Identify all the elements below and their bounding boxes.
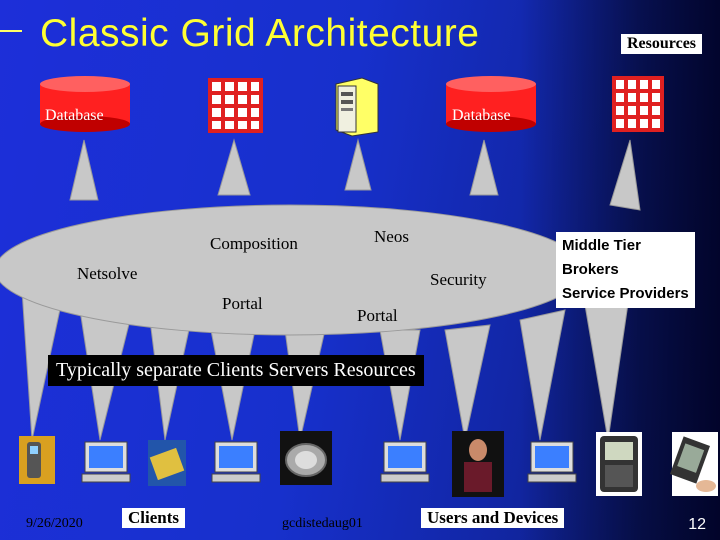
middle-tier-box: Middle Tier Brokers Service Providers: [556, 232, 695, 308]
netsolve-label: Netsolve: [77, 264, 138, 283]
database-icon-left: [40, 76, 130, 132]
handheld-organizer-icon: [596, 432, 642, 496]
grid-cluster-icon-left: [208, 78, 263, 133]
portal-label-left: Portal: [222, 294, 263, 313]
middle-tier-line-1: Middle Tier: [562, 237, 641, 254]
database-label-right: Database: [452, 107, 511, 124]
middle-tier-line-2: Brokers: [562, 261, 619, 278]
resources-label: Resources: [621, 34, 703, 54]
desktop-computer-icon-3: [380, 441, 430, 483]
person-photo-icon: [452, 431, 504, 497]
footer-users-devices-label: Users and Devices: [421, 508, 565, 528]
footer-filename: gcdistedaug01: [282, 516, 363, 531]
slide-title: Classic Grid Architecture: [40, 12, 480, 55]
security-label: Security: [430, 270, 487, 289]
composition-label: Composition: [210, 234, 298, 253]
grid-cluster-icon-right: [612, 76, 664, 132]
slide-number: 12: [688, 516, 706, 533]
portal-label-right: Portal: [357, 306, 398, 325]
database-icon-right: [446, 76, 536, 132]
pda-icon-2: [670, 432, 718, 496]
title-accent-bar: [0, 30, 22, 32]
middle-tier-band: [0, 138, 641, 441]
footer-clients-label: Clients: [122, 508, 185, 528]
cell-phone-icon: [19, 436, 55, 484]
desktop-computer-icon-4: [527, 441, 577, 483]
desktop-computer-icon-2: [211, 441, 261, 483]
database-label-left: Database: [45, 107, 104, 124]
java-ring-icon: [280, 431, 332, 485]
neos-label: Neos: [374, 227, 409, 246]
desktop-computer-icon-1: [81, 441, 131, 483]
middle-tier-line-3: Service Providers: [562, 285, 689, 302]
tip-banner: Typically separate Clients Servers Resou…: [48, 355, 424, 386]
pda-icon-1: [148, 440, 186, 486]
footer-date: 9/26/2020: [26, 516, 83, 531]
server-icon: [335, 77, 379, 137]
